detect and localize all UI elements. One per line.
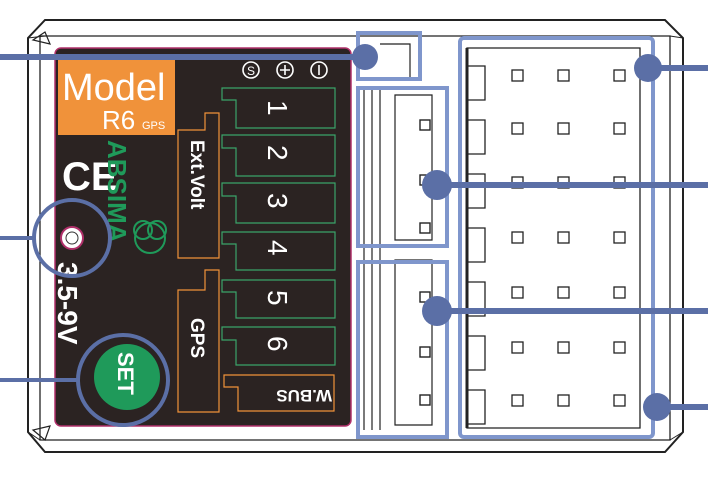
plus-icon	[276, 61, 294, 79]
channel-4: 4	[262, 240, 293, 256]
lower-port-highlight	[356, 260, 449, 439]
model-suffix: GPS	[142, 120, 165, 132]
ext-volt-label: Ext.Volt	[186, 140, 207, 210]
channel-2: 2	[262, 145, 293, 161]
channel-6: 6	[262, 336, 293, 352]
brand-crown-icon	[133, 220, 167, 254]
svg-text:S: S	[247, 64, 255, 78]
gps-box	[177, 269, 220, 413]
model-number: R6	[102, 105, 135, 135]
svg-text:SET: SET	[113, 352, 138, 395]
set-highlight	[76, 333, 170, 427]
minus-icon	[310, 61, 328, 79]
pin-symbols: S	[242, 61, 328, 79]
set-button[interactable]: SET	[94, 344, 160, 410]
channel-3: 3	[262, 193, 293, 209]
model-text: Model	[62, 67, 166, 109]
gps-label: GPS	[186, 318, 207, 358]
status-led	[60, 226, 84, 250]
upper-port-highlight	[356, 86, 449, 248]
label-panel: Model R6 GPS CE ABSIMA 3.5-9V S	[52, 47, 352, 427]
servo-pin-header	[465, 47, 641, 429]
servo-header-highlight	[458, 36, 655, 439]
led-highlight	[32, 198, 112, 278]
ce-mark: CE	[62, 155, 118, 199]
channel-5: 5	[262, 290, 293, 306]
channel-1: 1	[262, 100, 293, 116]
channel-labels: 1 2 3 4 5 6 W.BUS	[221, 87, 336, 412]
callout-lines	[0, 44, 708, 421]
model-badge	[58, 59, 175, 135]
ext-volt-box	[177, 112, 220, 259]
wbus-label: W.BUS	[276, 386, 332, 405]
side-connectors	[363, 43, 433, 430]
signal-icon	[242, 61, 260, 79]
